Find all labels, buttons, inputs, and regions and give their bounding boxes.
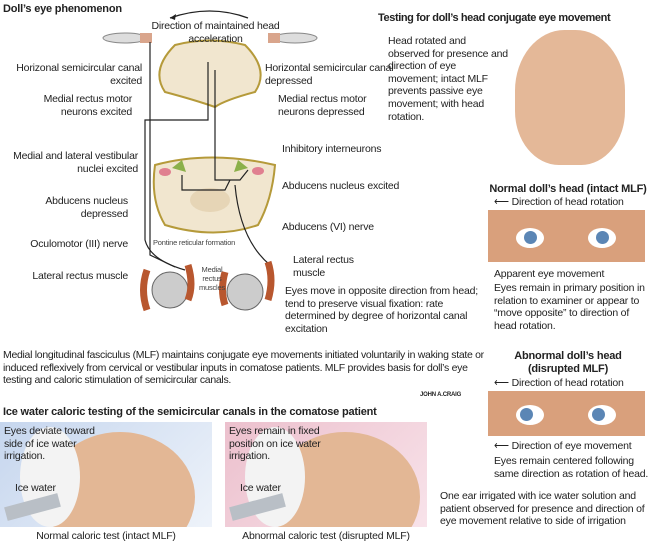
pontine-label: Pontine reticular formation [153, 238, 236, 247]
arrow-left-icon: ⟵ [494, 377, 512, 389]
mr-excited-label: Medial rectus motor neurons excited [43, 93, 133, 118]
abducens-depressed-label: Abducens nucleus depressed [45, 195, 128, 220]
normal-rotation: ⟵ Direction of head rotation [494, 196, 624, 209]
abnormal-caloric-illustration: Eyes remain in fixed position on ice wat… [225, 422, 427, 527]
semicircular-canal-left [102, 32, 152, 44]
inhibitory-label: Inhibitory interneurons [282, 143, 382, 155]
canal-excited-label: Horizonal semicircular canal excited [16, 62, 142, 87]
doll-eye-title: Doll’s eye phenomenon [3, 3, 122, 15]
lateral-rectus-left-label: Lateral rectus muscle [32, 270, 128, 282]
arrow-left-icon: ⟵ [494, 196, 512, 208]
ice-water-label-abnormal: Ice water [240, 482, 281, 494]
normal-caloric-text: Eyes deviate toward side of ice water ir… [4, 425, 95, 463]
medial-rectus-label: Medial rectus muscles [198, 265, 226, 292]
eyes-diagram [140, 260, 275, 312]
normal-doll-text: Eyes remain in primary position in relat… [494, 282, 645, 332]
direction-label: Direction of maintained head acceleratio… [151, 20, 280, 45]
doll-head-intro: Head rotated and observed for presence a… [388, 35, 508, 123]
head-rotation-illustration [515, 30, 625, 165]
abducens-nerve-label: Abducens (VI) nerve [282, 221, 374, 233]
abducens-excited-label: Abducens nucleus excited [282, 180, 400, 192]
ice-water-label-normal: Ice water [15, 482, 56, 494]
caloric-description: One ear irrigated with ice water solutio… [440, 490, 645, 528]
normal-movement-label: Apparent eye movement [494, 268, 605, 280]
abnormal-eyes-illustration [488, 391, 645, 436]
mr-depressed-label: Medial rectus motor neurons depressed [278, 93, 367, 118]
abnormal-doll-title: Abnormal doll’s head (disrupted MLF) [514, 350, 622, 376]
canal-depressed-label: Horizontal semicircular canal depressed [265, 62, 394, 87]
abnormal-movement-label: Direction of eye movement [511, 440, 632, 452]
lateral-rectus-right-label: Lateral rectus muscle [293, 254, 354, 279]
abnormal-caloric-caption: Abnormal caloric test (disrupted MLF) [242, 530, 410, 542]
abnormal-movement: ⟵ Direction of eye movement [494, 440, 632, 453]
semicircular-canal-right [268, 32, 318, 44]
arrow-left-icon: ⟵ [494, 440, 512, 452]
caloric-title: Ice water caloric testing of the semicir… [3, 406, 377, 418]
doll-head-title: Testing for doll’s head conjugate eye mo… [378, 12, 611, 24]
vestibular-label: Medial and lateral vestibular nuclei exc… [13, 150, 138, 175]
oculomotor-label: Oculomotor (III) nerve [30, 238, 128, 250]
abnormal-rotation-label: Direction of head rotation [511, 377, 624, 389]
normal-rotation-label: Direction of head rotation [511, 196, 624, 208]
normal-caloric-caption: Normal caloric test (intact MLF) [36, 530, 176, 542]
normal-doll-title: Normal doll’s head (intact MLF) [489, 183, 647, 195]
abnormal-caloric-text: Eyes remain in fixed position on ice wat… [229, 425, 321, 463]
midbrain-section [158, 39, 262, 109]
mlf-paragraph: Medial longitudinal fasciculus (MLF) mai… [3, 349, 484, 387]
abnormal-doll-text: Eyes remain centered following same dire… [494, 455, 649, 480]
signature: JOHN A.CRAIG [420, 392, 462, 398]
normal-eyes-illustration [488, 210, 645, 262]
eyes-move-text: Eyes move in opposite direction from hea… [285, 285, 478, 335]
normal-caloric-illustration: Eyes deviate toward side of ice water ir… [0, 422, 212, 527]
abnormal-rotation: ⟵ Direction of head rotation [494, 377, 624, 390]
